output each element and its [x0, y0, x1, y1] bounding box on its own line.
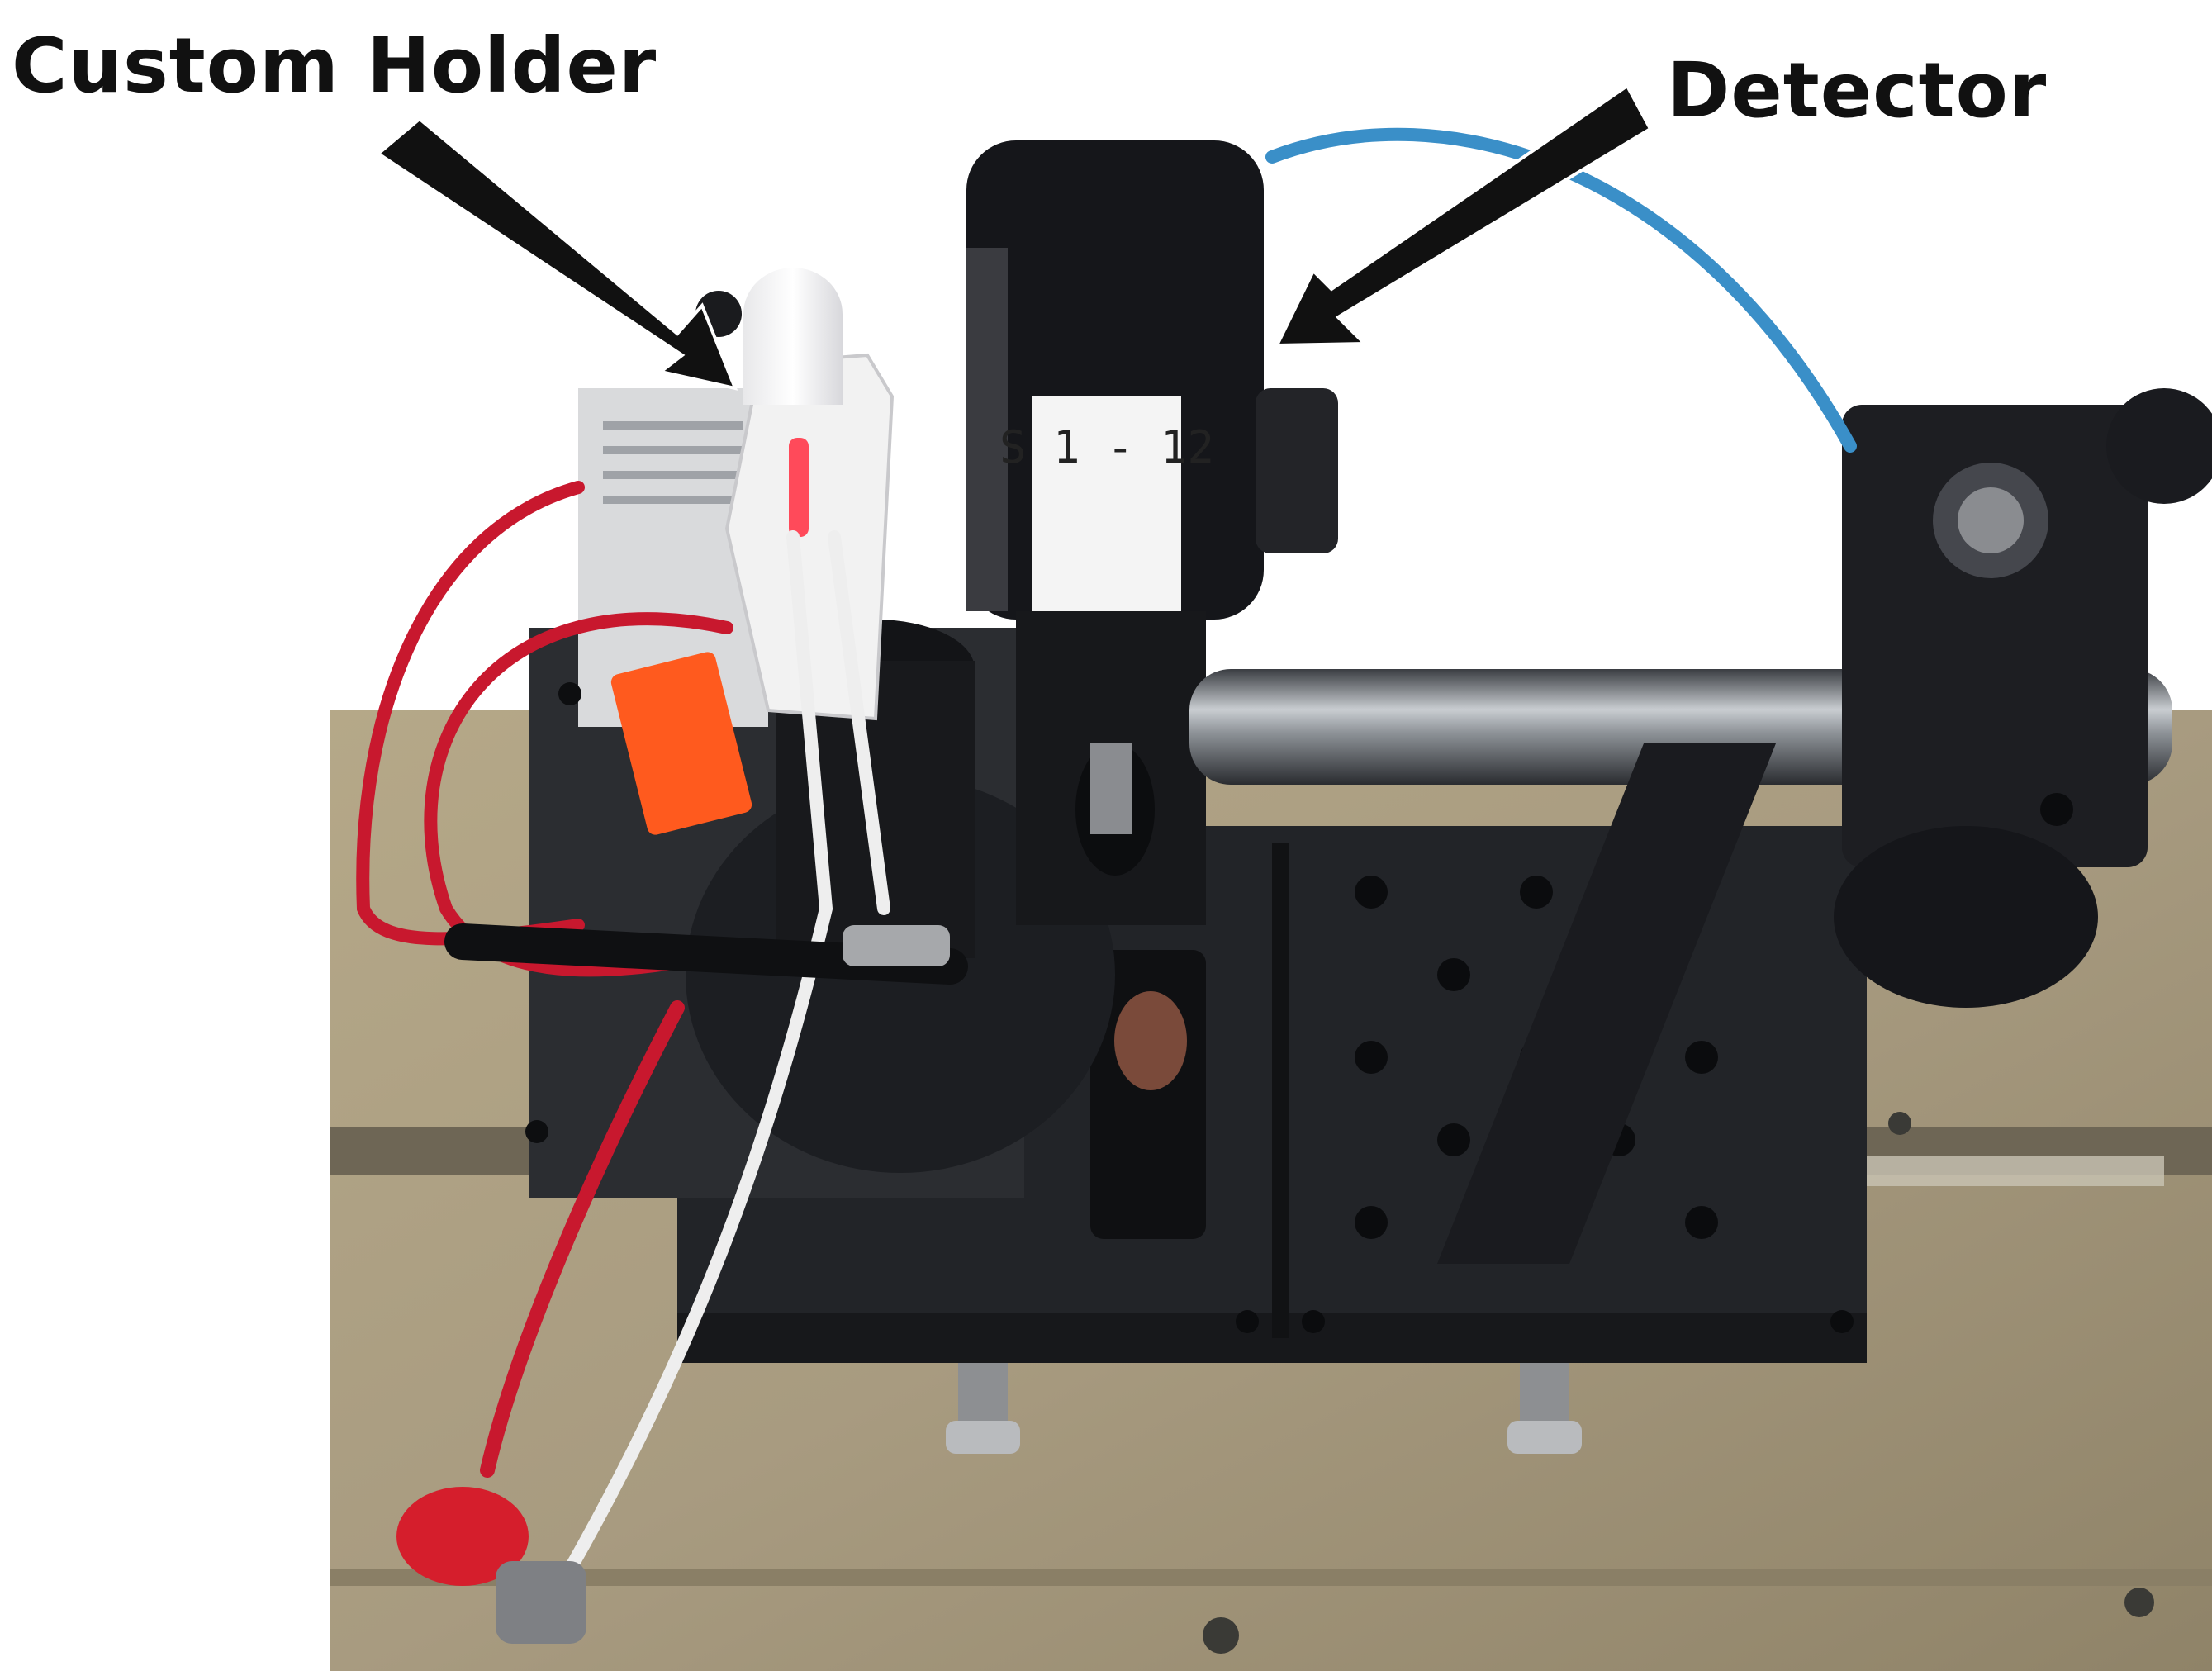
- detector-assembly: S 1 - 12: [966, 140, 1338, 925]
- custom-holder-label: Custom Holder: [12, 21, 657, 110]
- alligator-clip: [843, 925, 950, 966]
- holder-arrow: [375, 116, 738, 391]
- post-clamp: [1437, 388, 2212, 1264]
- detector-tape-label: S 1 - 12: [999, 421, 1214, 473]
- red-connector: [396, 1487, 586, 1644]
- detector-arrow: [1274, 83, 1653, 348]
- detector-label: Detector: [1667, 46, 2048, 135]
